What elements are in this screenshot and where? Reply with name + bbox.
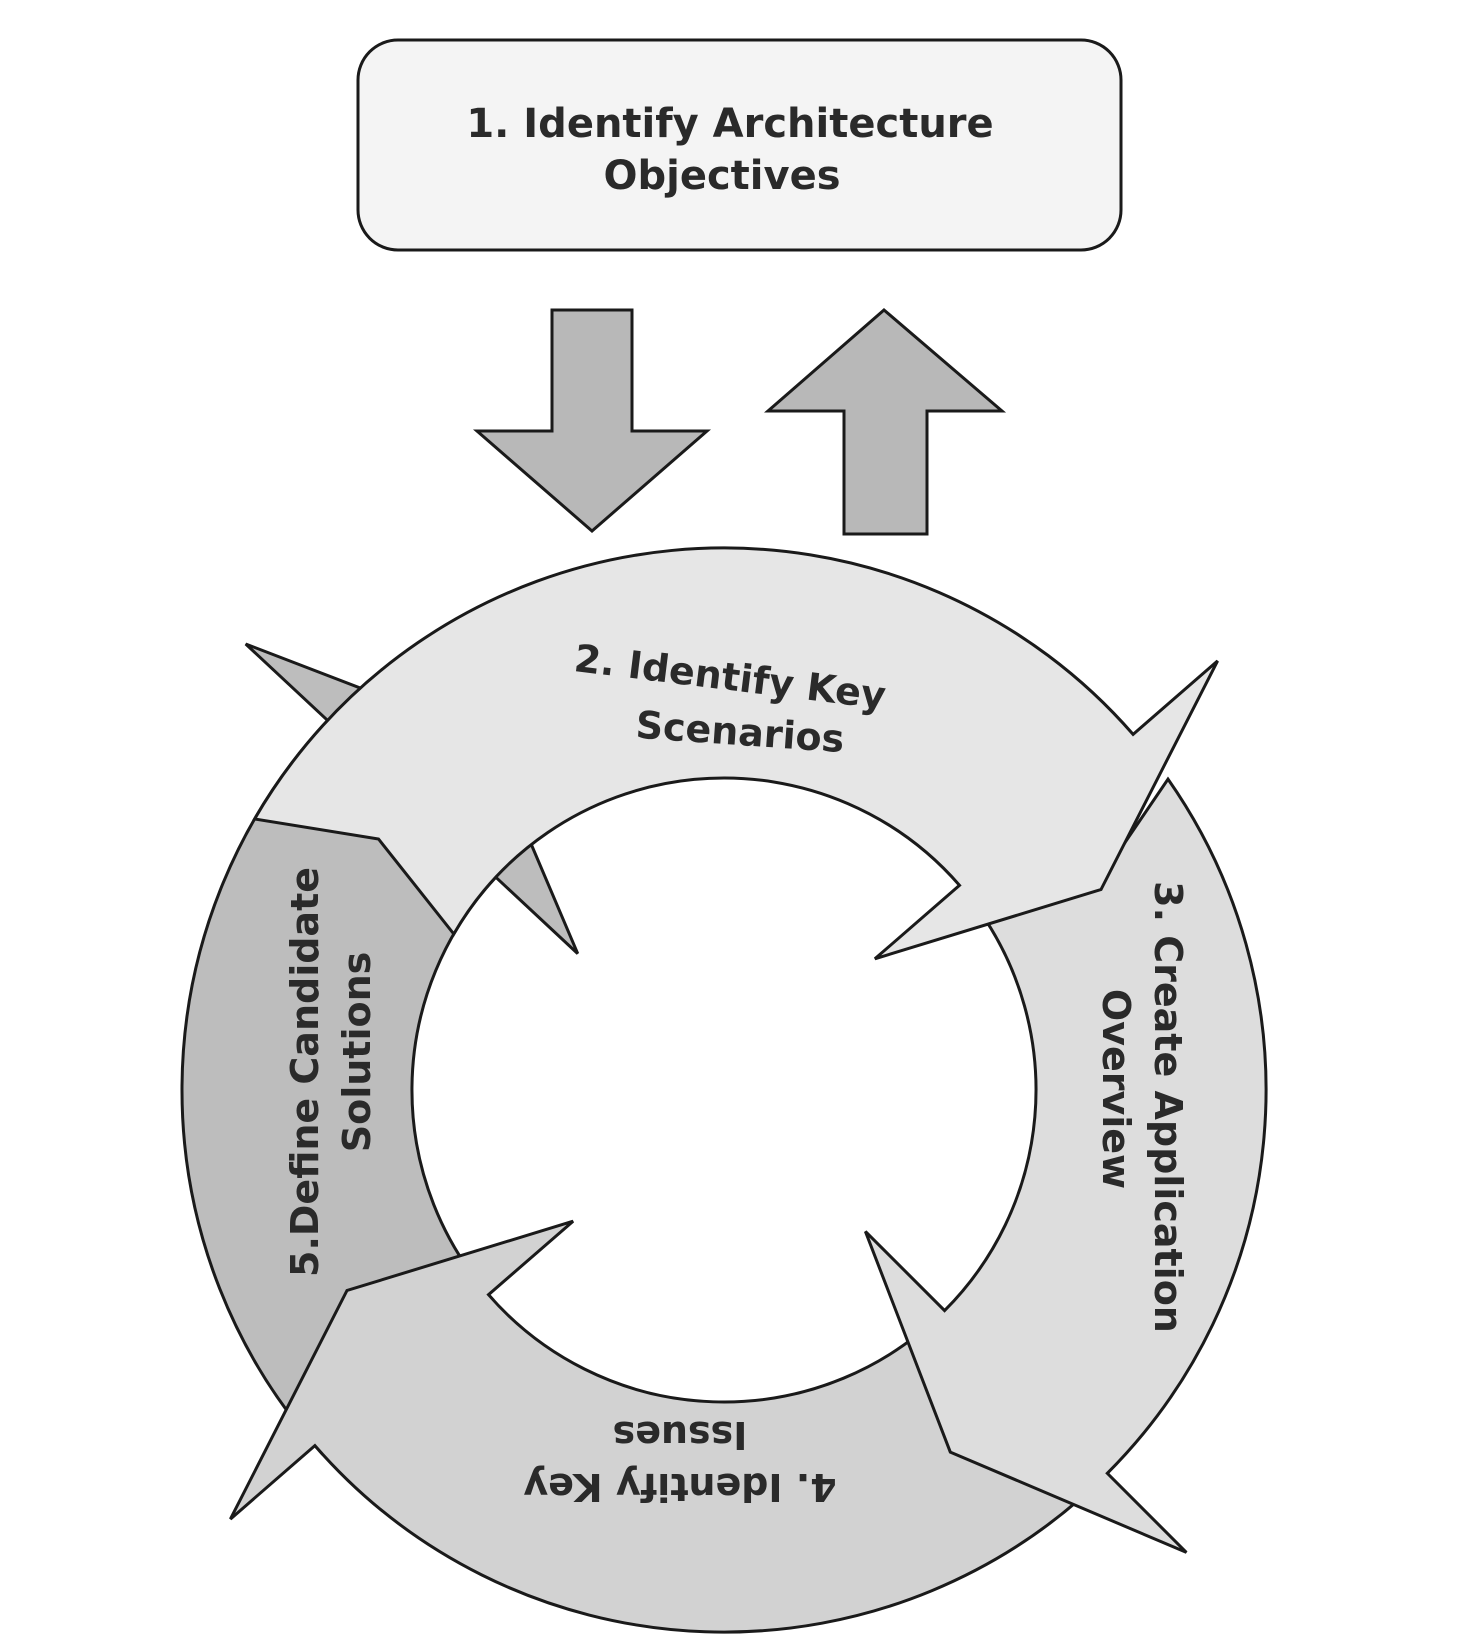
step-4-label-line1: 4. Identify Key bbox=[523, 1465, 837, 1509]
up-arrow bbox=[763, 308, 1007, 536]
step-1-box-shape bbox=[356, 38, 1123, 252]
step-2-arrow bbox=[252, 546, 1219, 961]
step-3-label-line2: Overview bbox=[1094, 989, 1138, 1189]
step-1-box: 1. Identify Architecture Objectives bbox=[356, 38, 1123, 252]
step-1-label-line2: Objectives bbox=[603, 153, 840, 199]
down-arrow bbox=[472, 308, 712, 533]
step-1-label-line1: 1. Identify Architecture bbox=[466, 101, 993, 147]
step-5-label-line1: 5.Define Candidate bbox=[283, 867, 327, 1277]
step-5-label-line2: Solutions bbox=[335, 952, 379, 1153]
step-4-label-line2: Issues bbox=[613, 1413, 748, 1457]
process-cycle bbox=[180, 546, 1268, 1634]
step-3-arrow bbox=[864, 776, 1268, 1554]
step-4-arrow bbox=[229, 1219, 1110, 1634]
step-3-label-line1: 3. Create Application bbox=[1146, 881, 1190, 1333]
